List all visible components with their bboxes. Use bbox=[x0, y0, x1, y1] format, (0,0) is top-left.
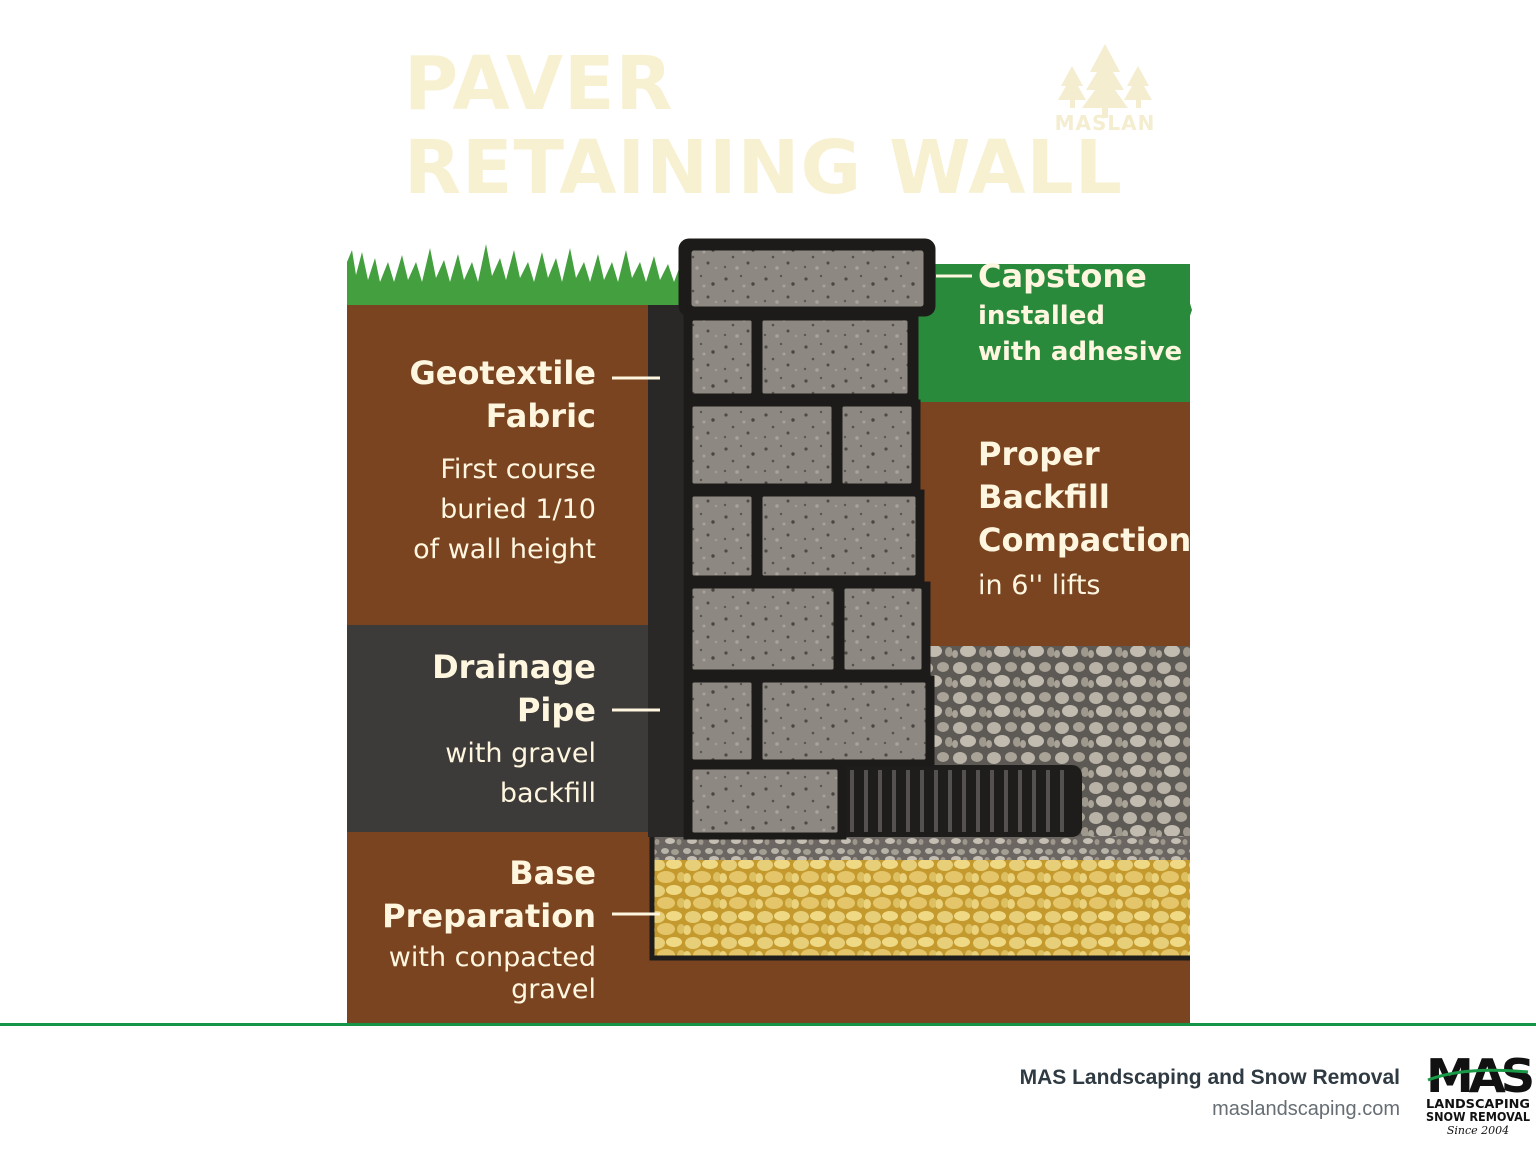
backfill-heading-2: Backfill bbox=[978, 478, 1110, 516]
capstone-sub-2: with adhesive bbox=[978, 337, 1183, 367]
base-heading-2: Preparation bbox=[382, 897, 596, 935]
drainage-sub-2: backfill bbox=[499, 778, 596, 809]
logo-line-3: Since 2004 bbox=[1447, 1124, 1509, 1136]
geotextile-label: Geotextile Fabric bbox=[409, 352, 596, 438]
drainage-pipe-label: Drainage Pipe bbox=[432, 646, 596, 732]
drainage-heading-2: Pipe bbox=[516, 691, 596, 729]
base-heading-1: Base bbox=[509, 854, 596, 892]
diagram-title: PAVER RETAINING WALL bbox=[404, 44, 1123, 212]
backfill-heading-1: Proper bbox=[978, 435, 1100, 473]
leader-lines bbox=[612, 274, 972, 916]
first-course-line-1: First course bbox=[440, 454, 596, 485]
base-sub-label: with conpacted gravel bbox=[389, 942, 596, 1006]
paver-wall bbox=[678, 238, 936, 840]
base-sub-2: gravel bbox=[511, 974, 596, 1005]
compacted-base-layer bbox=[652, 860, 1190, 958]
logo-line-2: SNOW REMOVAL bbox=[1426, 1110, 1530, 1124]
paver-block bbox=[687, 401, 837, 489]
grass-edge bbox=[1176, 264, 1192, 402]
watermark-text: MASLAN bbox=[1054, 111, 1156, 135]
paver-block bbox=[757, 677, 931, 765]
footer-divider bbox=[0, 1023, 1536, 1026]
drainage-pipe bbox=[838, 765, 1082, 837]
footer-company-name: MAS Landscaping and Snow Removal bbox=[1019, 1066, 1400, 1089]
paver-block bbox=[687, 491, 757, 581]
paver-block bbox=[687, 583, 839, 675]
paver-block bbox=[837, 401, 917, 489]
base-preparation-label: Base Preparation bbox=[382, 852, 596, 938]
geotextile-heading-1: Geotextile bbox=[409, 354, 596, 392]
title-line-1: PAVER bbox=[404, 41, 674, 127]
title-line-2: RETAINING WALL bbox=[404, 125, 1123, 211]
backfill-sub-label: in 6'' lifts bbox=[978, 566, 1101, 606]
footer-website-link[interactable]: maslandscaping.com bbox=[1212, 1098, 1400, 1120]
grass-left bbox=[347, 244, 682, 305]
grass-right bbox=[914, 264, 1190, 402]
base-sub-1: with conpacted bbox=[388, 942, 596, 973]
drainage-heading-1: Drainage bbox=[432, 648, 596, 686]
geotextile-fabric bbox=[648, 305, 684, 837]
paver-block bbox=[757, 315, 913, 399]
paver-block bbox=[687, 677, 757, 765]
drainage-sub-1: with gravel bbox=[445, 738, 596, 769]
capstone-sub-1: installed bbox=[978, 301, 1105, 331]
backfill-label: Proper Backfill Compaction bbox=[978, 433, 1191, 562]
geotextile-heading-2: Fabric bbox=[485, 397, 596, 435]
paver-block bbox=[839, 583, 927, 675]
capstone-block bbox=[686, 245, 929, 312]
pine-trees-icon bbox=[1058, 44, 1152, 118]
mas-logo: MAS LANDSCAPING SNOW REMOVAL Since 2004 bbox=[1426, 1050, 1532, 1136]
first-course-line-3: of wall height bbox=[413, 534, 596, 565]
paver-block bbox=[687, 315, 757, 399]
capstone-label: Capstone bbox=[978, 255, 1147, 298]
capstone-heading: Capstone bbox=[978, 257, 1147, 295]
drainage-zone-band bbox=[347, 625, 652, 832]
first-course-label: First course buried 1/10 of wall height bbox=[413, 450, 596, 570]
base-outline bbox=[649, 836, 1190, 961]
paver-block bbox=[757, 491, 921, 581]
first-course-line-2: buried 1/10 bbox=[440, 494, 596, 525]
logo-line-1: LANDSCAPING bbox=[1426, 1097, 1530, 1111]
backfill-sub: in 6'' lifts bbox=[978, 570, 1101, 601]
backfill-heading-3: Compaction bbox=[978, 521, 1192, 559]
paver-block bbox=[687, 764, 843, 838]
capstone-sub-label: installed with adhesive bbox=[978, 298, 1182, 370]
drainage-sub-label: with gravel backfill bbox=[445, 734, 596, 814]
